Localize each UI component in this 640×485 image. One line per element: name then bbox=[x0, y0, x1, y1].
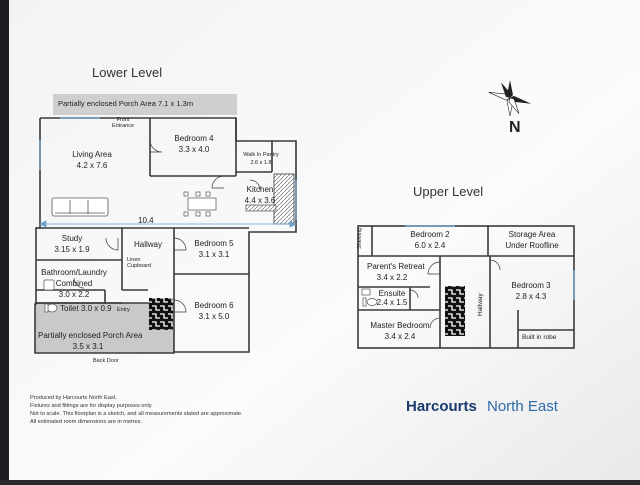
bedroom3-name: Bedroom 3 bbox=[511, 281, 551, 290]
retreat-dims: 3.4 x 2.2 bbox=[376, 273, 408, 282]
brand-region: North East bbox=[487, 398, 558, 415]
lower-walls bbox=[34, 117, 297, 354]
bathroom-name: Bathroom/Laundry bbox=[41, 268, 107, 277]
linen-label: Linen Cupboard bbox=[127, 257, 152, 270]
study-name: Study bbox=[61, 234, 83, 243]
upper-hallway-label: Hallway bbox=[477, 293, 484, 316]
compass-n-label: N bbox=[509, 119, 521, 136]
study-dims: 3.15 x 1.9 bbox=[54, 245, 90, 254]
master-bedroom-name: Master Bedroom bbox=[370, 321, 430, 330]
bathroom-sub: Combined bbox=[55, 279, 93, 288]
living-area-dims: 4.2 x 7.6 bbox=[76, 161, 108, 170]
lower-level-title: Lower Level bbox=[92, 65, 163, 80]
stairs-lower bbox=[149, 298, 173, 330]
retreat-name: Parent's Retreat bbox=[367, 262, 425, 271]
kitchen-name: Kitchen bbox=[246, 185, 274, 194]
pantry-name: Walk In Pantry bbox=[243, 152, 279, 158]
brand-name: Harcourts bbox=[406, 398, 477, 415]
disclaimer-line-1: Produced by Harcourts North East. bbox=[30, 395, 117, 401]
paper bbox=[8, 0, 640, 480]
ensuite-name: Ensuite bbox=[378, 289, 406, 298]
disclaimer-line-2: Fixtures and fittings are for display pu… bbox=[30, 403, 153, 409]
pantry-dims: 2.6 x 1.8 bbox=[250, 160, 272, 166]
door-swings bbox=[73, 139, 261, 313]
compass-icon bbox=[488, 80, 532, 117]
shelving-label: Shelving bbox=[357, 227, 363, 249]
toilet-label: Toilet 3.0 x 0.9 bbox=[60, 304, 112, 313]
bedroom6-name: Bedroom 6 bbox=[194, 301, 234, 310]
dining-table bbox=[183, 191, 217, 217]
bedroom5-name: Bedroom 5 bbox=[194, 239, 234, 248]
porch-top bbox=[53, 94, 237, 115]
bedroom6-dims: 3.1 x 5.0 bbox=[198, 312, 230, 321]
bathroom-dims: 3.0 x 2.2 bbox=[58, 290, 90, 299]
bedroom2-name: Bedroom 2 bbox=[410, 230, 450, 239]
sofa bbox=[51, 197, 109, 217]
bedroom3-dims: 2.8 x 4.3 bbox=[515, 292, 547, 301]
built-in-robe-label: Built in robe bbox=[522, 334, 557, 341]
entry-label: Entry bbox=[117, 307, 130, 313]
porch-top-label: Partially enclosed Porch Area 7.1 x 1.3m bbox=[58, 99, 194, 108]
bedroom5-dims: 3.1 x 3.1 bbox=[198, 250, 230, 259]
front-entrance-label: Front Entrance bbox=[112, 117, 135, 130]
ensuite-dims: 2.4 x 1.5 bbox=[376, 298, 408, 307]
bedroom2-dims: 6.0 x 2.4 bbox=[414, 241, 446, 250]
stairs-upper bbox=[445, 286, 465, 336]
upper-walls bbox=[357, 225, 575, 349]
width-dimension-label: 10.4 bbox=[138, 216, 154, 225]
storage-name: Storage Area bbox=[508, 230, 556, 239]
windows bbox=[39, 117, 297, 220]
bedroom4-name: Bedroom 4 bbox=[174, 134, 214, 143]
disclaimer-line-4: All estimated room dimensions are in met… bbox=[30, 419, 142, 425]
living-area-name: Living Area bbox=[72, 150, 112, 159]
upper-level-title: Upper Level bbox=[413, 184, 484, 199]
back-door-label: Back Door bbox=[93, 358, 119, 364]
bedroom4-dims: 3.3 x 4.0 bbox=[178, 145, 210, 154]
disclaimer-line-3: Not to scale. This floorplan is a sketch… bbox=[30, 411, 243, 417]
master-bedroom-dims: 3.4 x 2.4 bbox=[384, 332, 416, 341]
lower-hallway-label: Hallway bbox=[134, 240, 163, 249]
porch-bottom-dims: 3.5 x 3.1 bbox=[72, 342, 104, 351]
kitchen-dims: 4.4 x 3.6 bbox=[244, 196, 276, 205]
porch-bottom-name: Partially enclosed Porch Area bbox=[38, 331, 143, 340]
width-dimension bbox=[39, 220, 297, 228]
storage-sub: Under Roofline bbox=[505, 241, 559, 250]
